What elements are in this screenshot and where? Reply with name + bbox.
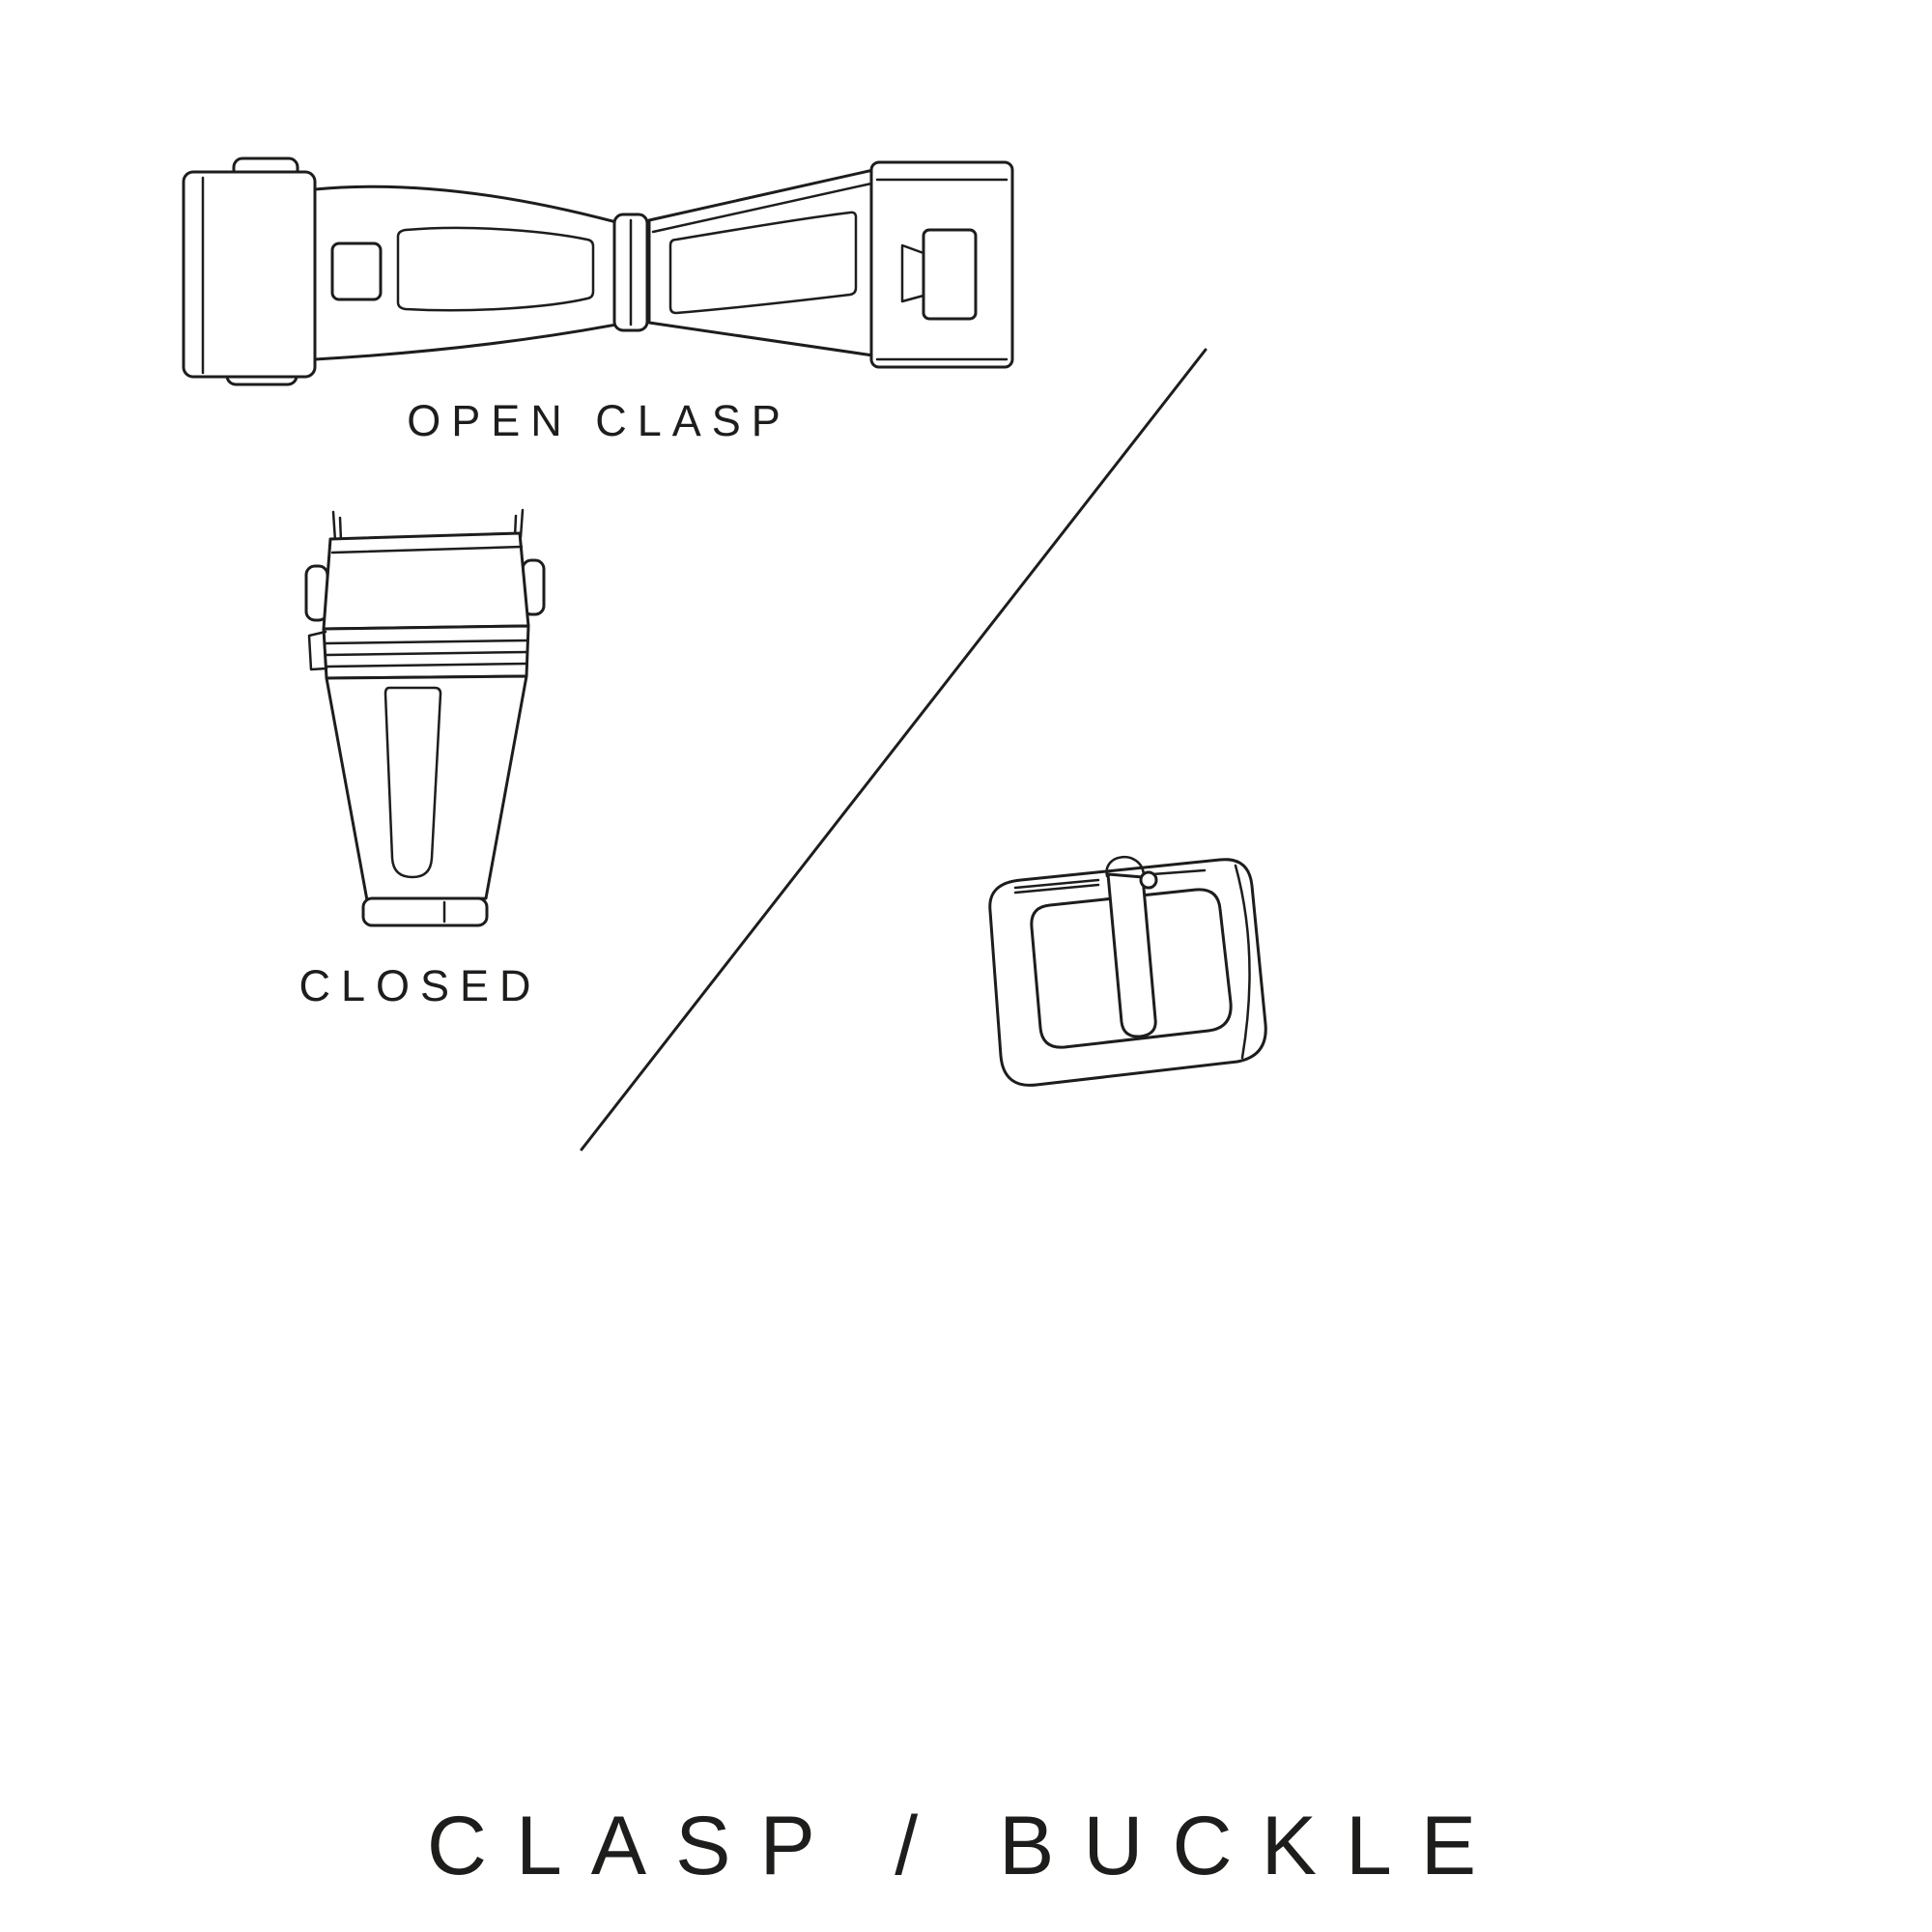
buckle-illustration — [988, 856, 1267, 1087]
open-clasp-illustration — [182, 156, 1014, 386]
divider — [575, 343, 1212, 1154]
clasp-right-arm — [647, 168, 875, 357]
closed-foot — [361, 896, 489, 927]
clasp-left-slot — [330, 242, 383, 301]
closed-clasp-figure — [290, 502, 551, 937]
buckle-figure — [961, 845, 1280, 1116]
divider-line — [580, 348, 1208, 1151]
open-clasp-label: OPEN CLASP — [407, 396, 791, 445]
open-clasp-figure — [174, 145, 1024, 396]
closed-clasp-label: CLOSED — [298, 961, 542, 1010]
buckle-pin — [1013, 878, 1100, 890]
buckle-tongue — [1106, 872, 1157, 1038]
clasp-end-cutout — [922, 228, 978, 321]
buckle-tongue-coil — [1139, 870, 1158, 890]
closed-body — [325, 674, 528, 902]
page-title: CLASP / BUCKLE — [426, 1800, 1506, 1892]
closed-clasp-illustration — [304, 508, 546, 927]
